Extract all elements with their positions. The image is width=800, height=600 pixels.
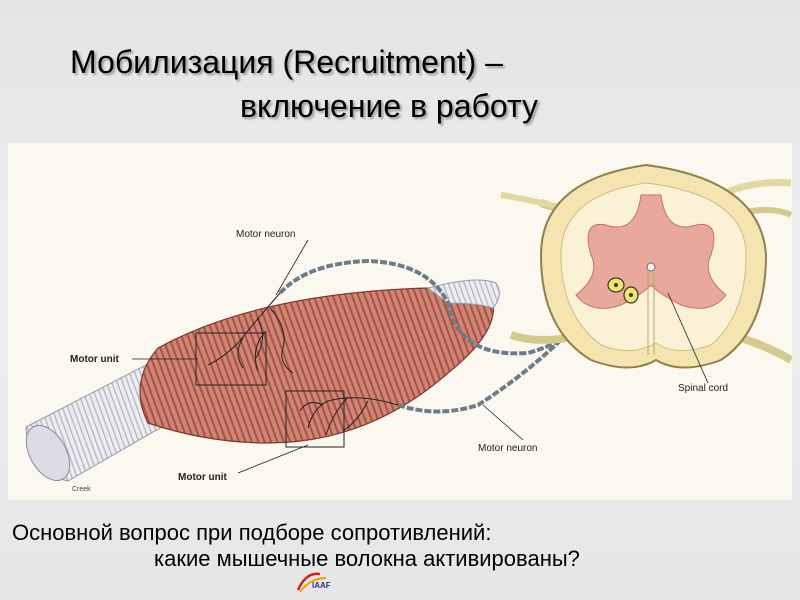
diagram-svg: Motor neuron Motor unit Motor unit Motor…	[25, 163, 792, 493]
nerve-branches-2	[299, 396, 399, 436]
spinal-cord	[500, 163, 792, 369]
slide-title: Мобилизация (Recruitment) – включение в …	[0, 0, 800, 140]
label-motor-neuron-top: Motor neuron	[236, 229, 295, 240]
tendon-end	[25, 425, 71, 481]
label-motor-neuron-bottom: Motor neuron	[478, 443, 537, 454]
logo-text: IAAF	[312, 581, 331, 590]
title-line-2: включение в работу	[240, 88, 538, 124]
label-motor-unit-left: Motor unit	[70, 354, 120, 365]
iaaf-logo: IAAF	[296, 570, 336, 594]
tendon-top	[426, 279, 500, 309]
question-text: Основной вопрос при подборе сопротивлени…	[0, 510, 800, 571]
label-spinal-cord: Spinal cord	[678, 383, 728, 394]
label-credit: Creek	[72, 486, 91, 493]
question-line-1: Основной вопрос при подборе сопротивлени…	[12, 520, 492, 545]
title-line-1: Мобилизация (Recruitment) –	[70, 44, 503, 80]
muscle-belly	[139, 286, 495, 444]
leader-lines	[132, 239, 709, 474]
label-motor-unit-bottom: Motor unit	[178, 472, 228, 483]
motor-unit-box-2	[285, 390, 345, 448]
motor-unit-diagram: Motor neuron Motor unit Motor unit Motor…	[8, 143, 792, 500]
nerve-branches-1	[207, 292, 294, 374]
question-line-2: какие мышечные волокна активированы?	[154, 546, 580, 571]
axon-top	[278, 258, 590, 356]
